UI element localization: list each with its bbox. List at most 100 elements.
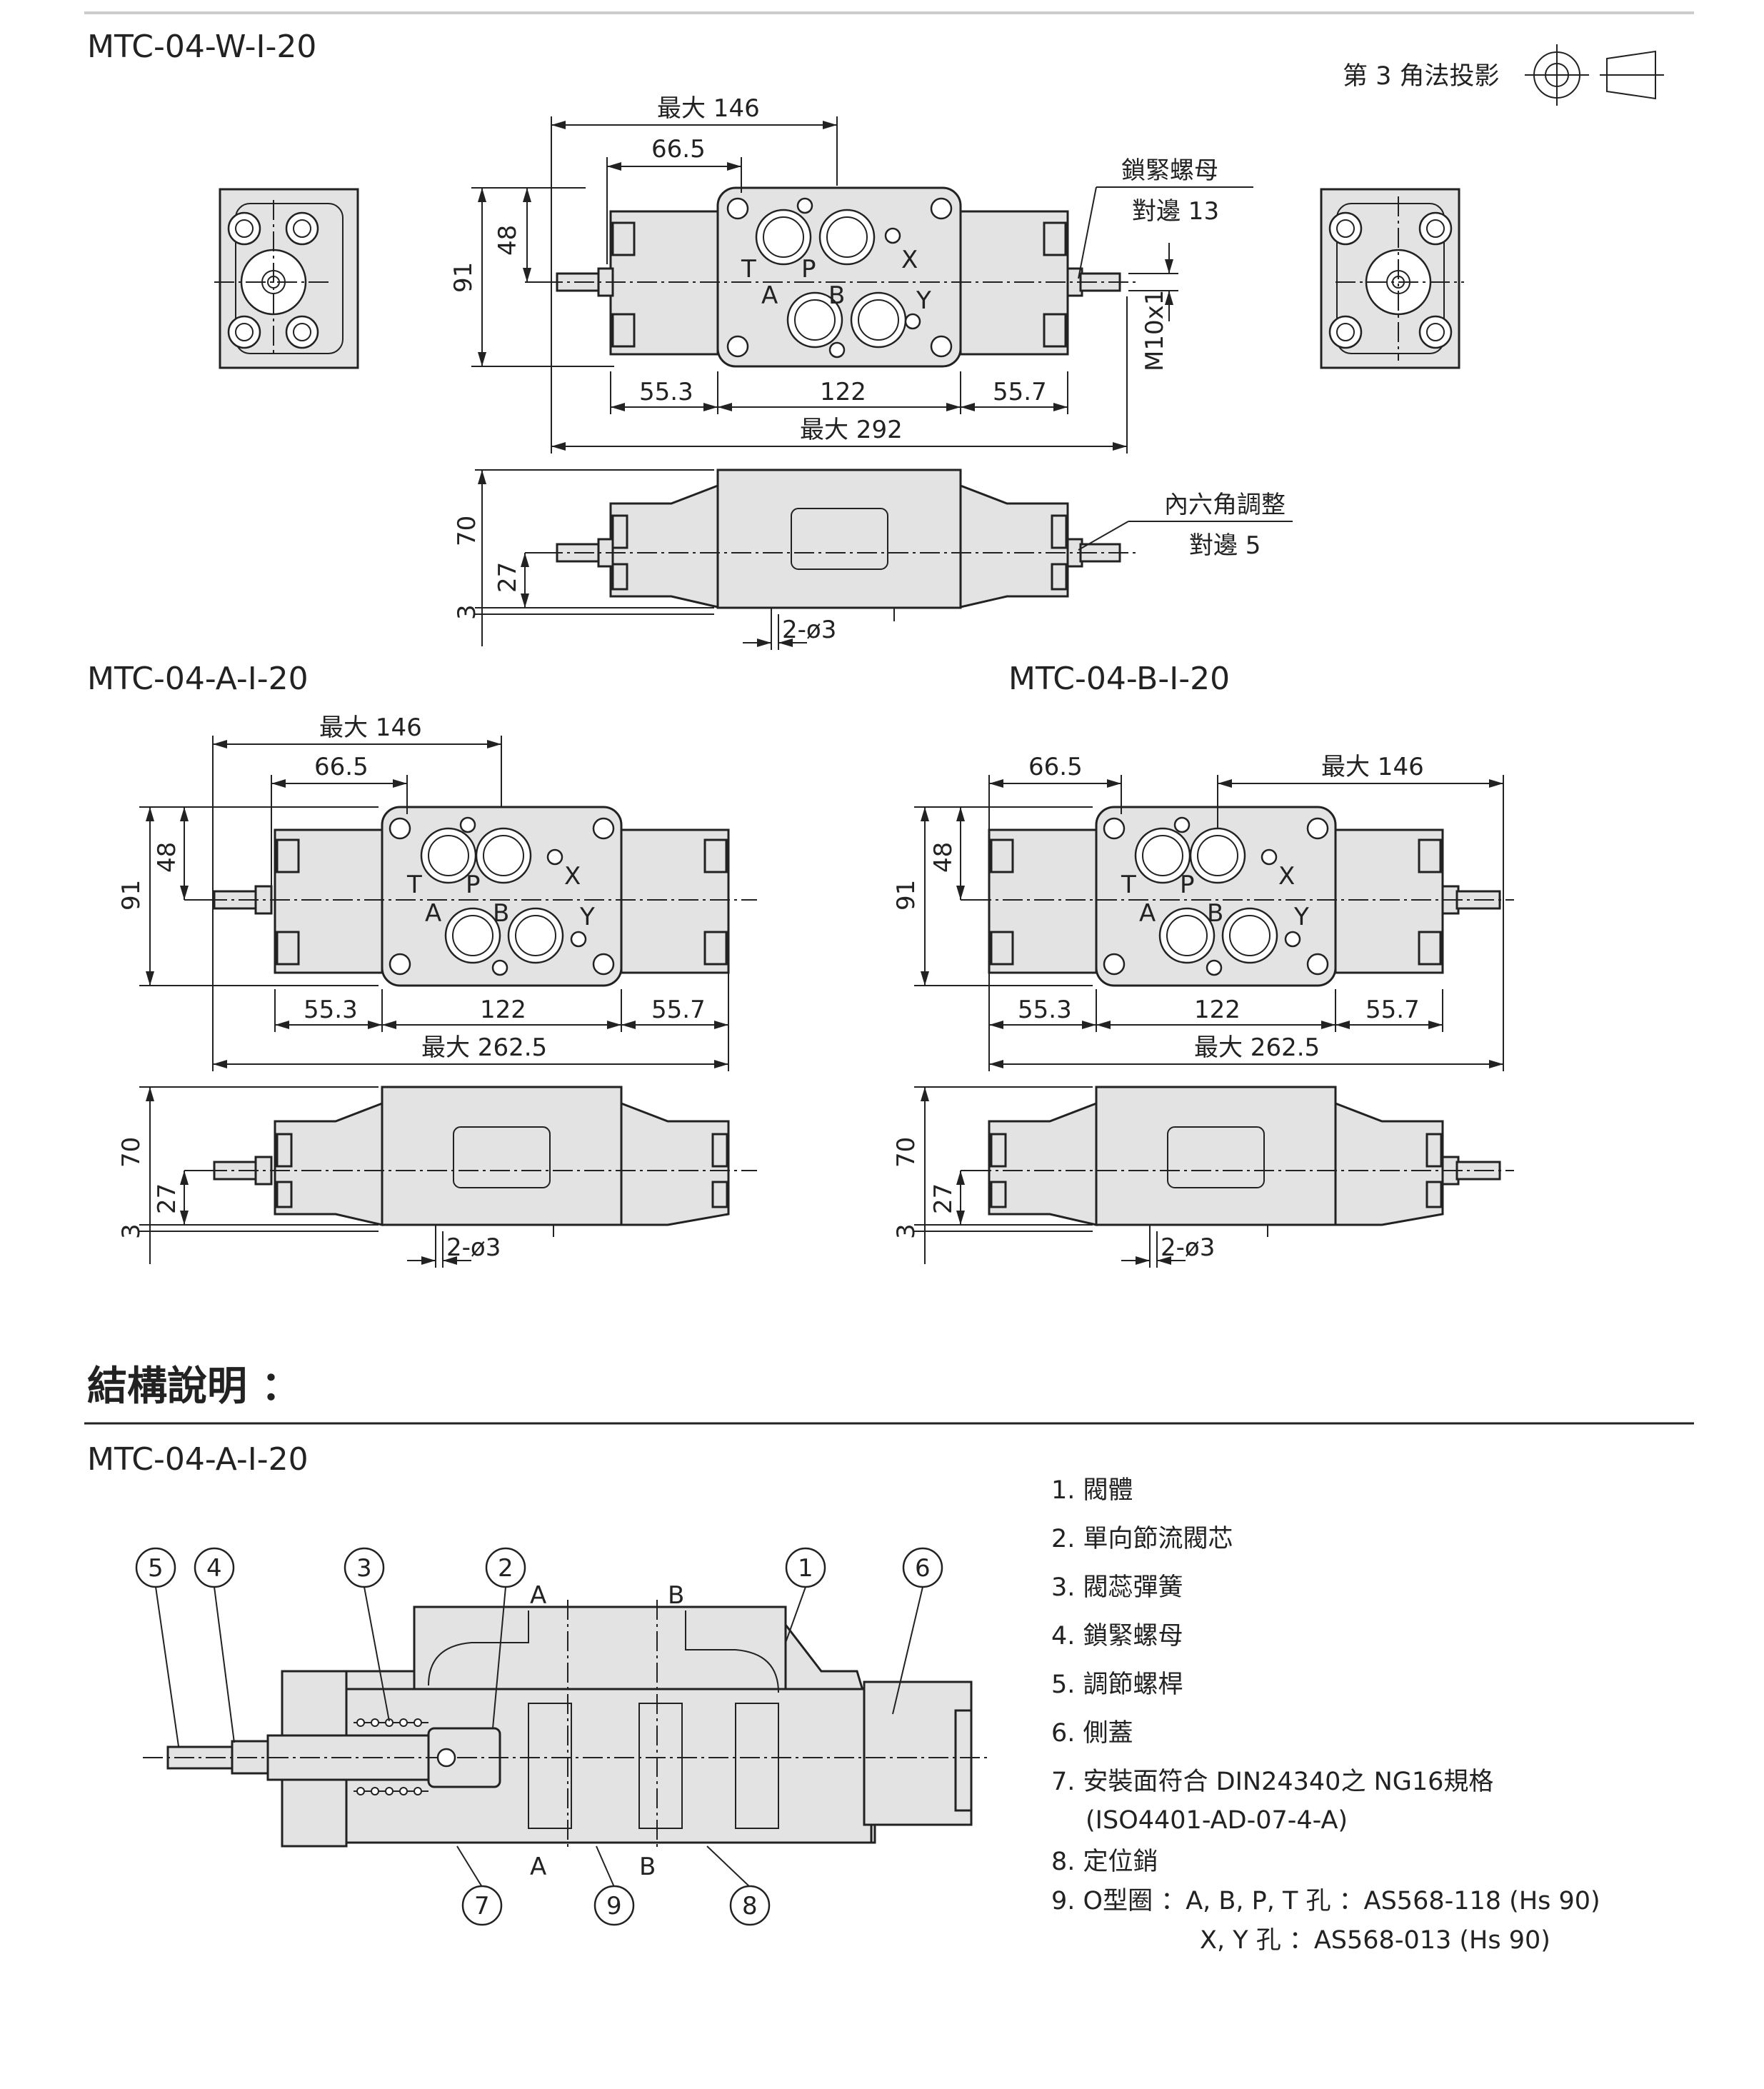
legend-item-9: 9. O型圈 ：A, B, P, T 孔 ：AS568-118 (Hs 90): [1051, 1887, 1600, 1915]
port-x-b: X: [1278, 862, 1295, 891]
dim-665-b: 66.5: [1028, 753, 1083, 781]
dim-max2625-b: 最大 262.5: [1194, 1033, 1320, 1062]
balloon-2-label: 2: [498, 1554, 513, 1583]
balloon-7-label: 7: [474, 1892, 490, 1920]
section-port-a-bottom: A: [530, 1853, 546, 1881]
dimensions-w-side: [475, 469, 1293, 650]
balloon-6: [902, 1547, 943, 1588]
dim-48-b: 48: [929, 842, 958, 873]
port-y-w: Y: [916, 286, 931, 315]
dim-557-w: 55.7: [993, 378, 1047, 406]
dim-27-a: 27: [153, 1183, 181, 1214]
end-view-left: [214, 188, 359, 369]
balloon-8-label: 8: [742, 1892, 758, 1920]
port-p-b: P: [1180, 871, 1195, 899]
balloon-5-label: 5: [148, 1554, 164, 1583]
dim-3-a: 3: [117, 1223, 146, 1239]
port-b-w: B: [828, 281, 845, 310]
dim-m10-w: M10x1: [1141, 290, 1169, 371]
balloon-3-label: 3: [356, 1554, 372, 1583]
dim-max146-b: 最大 146: [1321, 753, 1424, 781]
callout-across5: 對邊 5: [1189, 531, 1261, 560]
balloon-2: [485, 1547, 526, 1588]
balloon-1: [785, 1547, 826, 1588]
port-x-a: X: [564, 862, 581, 891]
balloon-9-label: 9: [606, 1892, 622, 1920]
port-t-b: T: [1121, 871, 1136, 899]
dim-553-w: 55.3: [639, 378, 693, 406]
dim-553-a: 55.3: [304, 996, 358, 1024]
third-angle-projection: 第 3 角法投影: [1343, 44, 1664, 106]
dim-122-a: 122: [480, 996, 526, 1024]
model-label-w: MTC-04-W-I-20: [87, 29, 316, 65]
plan-view-a: [207, 806, 757, 987]
dim-665-a: 66.5: [314, 753, 369, 781]
callout-across13: 對邊 13: [1132, 197, 1219, 226]
side-view-w: [543, 469, 1136, 621]
dimensions-b-side: [914, 1086, 1186, 1268]
balloons: [135, 1547, 943, 1926]
section-port-b-bottom: B: [639, 1853, 656, 1881]
dimensions-w-plan: [471, 116, 1253, 454]
port-a-a: A: [425, 899, 441, 928]
dim-pin-a: 2-ø3: [446, 1233, 501, 1262]
dim-pin-w: 2-ø3: [782, 616, 836, 644]
legend-item-9b: X, Y 孔 ：AS568-013 (Hs 90): [1200, 1926, 1550, 1955]
dim-665-w: 66.5: [651, 135, 706, 164]
dim-91-b: 91: [892, 880, 921, 911]
balloon-4-label: 4: [206, 1554, 222, 1583]
port-y-b: Y: [1293, 903, 1309, 931]
structure-model-label: MTC-04-A-I-20: [87, 1441, 309, 1478]
dim-3-b: 3: [892, 1223, 921, 1239]
balloon-4: [194, 1547, 235, 1588]
plan-view-w: [543, 186, 1136, 368]
port-a-b: A: [1139, 899, 1156, 928]
dim-max2625-a: 最大 262.5: [421, 1033, 547, 1062]
balloon-5: [135, 1547, 176, 1588]
section-port-b-top: B: [668, 1581, 684, 1610]
dim-557-a: 55.7: [651, 996, 706, 1024]
dim-max146-w: 最大 146: [657, 94, 760, 123]
end-view-right: [1320, 188, 1464, 369]
port-t-a: T: [406, 871, 422, 899]
dim-122-w: 122: [820, 378, 866, 406]
callout-hex: 內六角調整: [1164, 491, 1286, 519]
dim-70-w: 70: [453, 516, 481, 546]
cross-section-drawing: [143, 1586, 989, 1888]
dimensions-a-side: [139, 1086, 471, 1268]
legend-item-7: 7. 安裝面符合 DIN24340之 NG16規格: [1051, 1768, 1493, 1796]
side-view-a: [207, 1086, 757, 1237]
dim-70-a: 70: [117, 1137, 146, 1168]
balloon-1-label: 1: [798, 1554, 813, 1583]
balloon-8: [729, 1885, 771, 1926]
dim-91-w: 91: [449, 262, 478, 293]
port-t-w: T: [741, 255, 756, 284]
port-x-w: X: [901, 246, 918, 274]
legend-item-1: 1. 閥體: [1051, 1476, 1133, 1505]
dim-27-b: 27: [929, 1183, 958, 1214]
port-y-a: Y: [579, 903, 595, 931]
dim-557-b: 55.7: [1365, 996, 1420, 1024]
section-heading: 結構說明 ：: [87, 1363, 301, 1410]
port-p-a: P: [466, 871, 481, 899]
section-port-a-top: A: [530, 1581, 546, 1610]
callout-locknut: 鎖緊螺母: [1121, 156, 1218, 185]
model-label-a: MTC-04-A-I-20: [87, 661, 309, 697]
model-label-b: MTC-04-B-I-20: [1008, 661, 1230, 697]
dim-91-a: 91: [117, 880, 146, 911]
dim-48-w: 48: [493, 225, 522, 256]
port-b-b: B: [1207, 899, 1223, 928]
dim-max292-w: 最大 292: [800, 416, 903, 444]
port-a-w: A: [761, 281, 778, 310]
dimensions-a-plan: [139, 736, 729, 1071]
dim-70-b: 70: [892, 1137, 921, 1168]
dim-max146-a: 最大 146: [319, 713, 422, 742]
side-view-b: [971, 1086, 1514, 1237]
projection-label: 第 3 角法投影: [1343, 62, 1500, 91]
dimensions-b-plan: [914, 775, 1504, 1071]
dim-48-a: 48: [153, 842, 181, 873]
dim-3-w: 3: [453, 604, 481, 620]
dim-553-b: 55.3: [1018, 996, 1072, 1024]
port-b-a: B: [493, 899, 509, 928]
parts-legend: 1. 閥體 2. 單向節流閥芯 3. 閥蕊彈簧 4. 鎖緊螺母 5. 調節螺桿 …: [1051, 1476, 1600, 1955]
